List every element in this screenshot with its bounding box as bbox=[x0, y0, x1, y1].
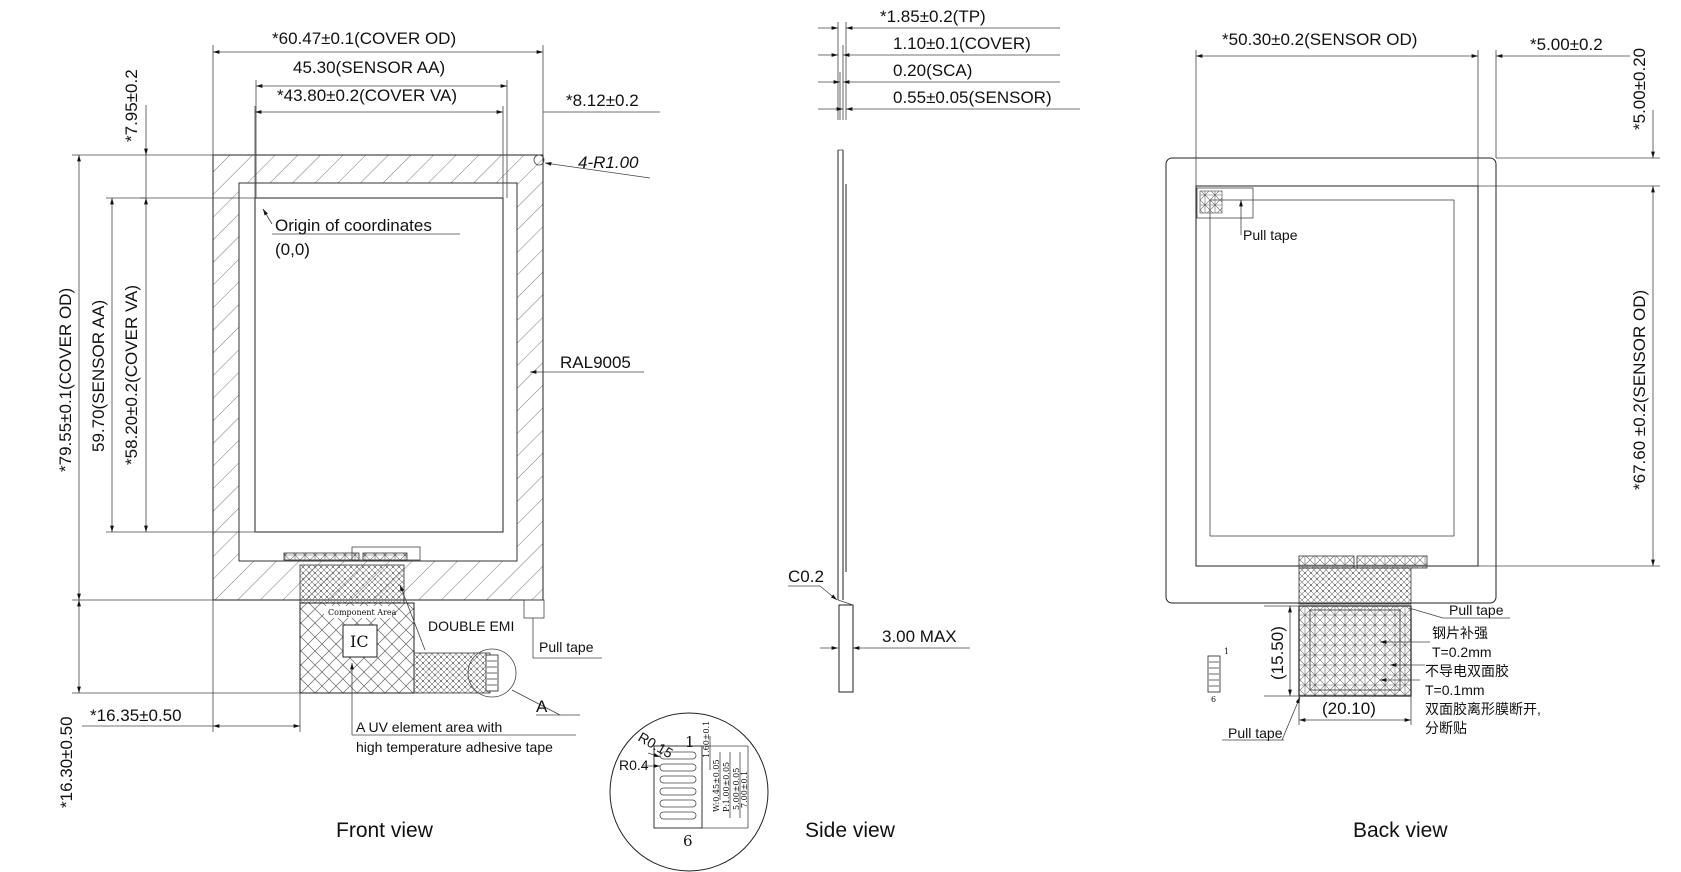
dim-cover-va-height: *58.20±0.2(COVER VA) bbox=[122, 285, 141, 465]
side-fpc-block bbox=[838, 604, 854, 693]
side-tp: *1.85±0.2(TP) bbox=[880, 7, 986, 26]
back-stiffener-inner bbox=[1309, 609, 1401, 691]
back-release-line2: 分断贴 bbox=[1425, 720, 1467, 736]
back-top-offset: *5.00±0.20 bbox=[1630, 48, 1649, 130]
dim-fpc-offset: *16.35±0.50 bbox=[90, 706, 182, 725]
side-view: *1.85±0.2(TP) 1.10±0.1(COVER) 0.20(SCA) … bbox=[788, 7, 1080, 842]
back-fpc-neck bbox=[1298, 567, 1412, 605]
detail-a-outline bbox=[609, 712, 769, 872]
ic-label: IC bbox=[350, 632, 369, 651]
dim-right-offset: *8.12±0.2 bbox=[566, 91, 639, 110]
ic-box bbox=[342, 624, 378, 658]
uv-note-line2: high temperature adhesive tape bbox=[356, 739, 553, 755]
back-bond-strip-right bbox=[1356, 555, 1428, 569]
svg-text:5.00±0.05: 5.00±0.05 bbox=[732, 768, 741, 810]
back-steel: 钢片补强 bbox=[1432, 625, 1488, 641]
back-right-offset: *5.00±0.2 bbox=[1530, 35, 1603, 54]
svg-text:1.60±0.1: 1.60±0.1 bbox=[702, 721, 711, 758]
side-chamfer: C0.2 bbox=[788, 567, 824, 586]
svg-text:P:1.00±0.05: P:1.00±0.05 bbox=[722, 762, 731, 812]
back-release-line1: 双面胶离形膜断开, bbox=[1425, 701, 1541, 717]
back-sensor-od-height: *67.60 ±0.2(SENSOR OD) bbox=[1630, 290, 1649, 490]
front-view-area bbox=[254, 197, 504, 533]
detail-a-circle bbox=[467, 648, 517, 698]
side-cover: 1.10±0.1(COVER) bbox=[893, 34, 1031, 53]
side-sensor: 0.55±0.05(SENSOR) bbox=[893, 88, 1052, 107]
back-pin-last: 6 bbox=[1211, 695, 1216, 704]
detail-a: R0.15 R0.4 1 6 1.60±0.1 W:0.45±0.05 P:1.… bbox=[609, 712, 769, 872]
back-pull-tape-square bbox=[1196, 187, 1254, 219]
origin-value: (0,0) bbox=[275, 240, 310, 259]
back-stiffener-height: (15.50) bbox=[1268, 626, 1287, 680]
back-adhesive: 不导电双面胶 bbox=[1425, 663, 1509, 679]
side-max: 3.00 MAX bbox=[882, 627, 957, 646]
dim-cover-od-height: *79.55±0.1(COVER OD) bbox=[56, 288, 75, 472]
ral-label: RAL9005 bbox=[560, 353, 631, 372]
back-pull-tape-bottom: Pull tape bbox=[1228, 725, 1283, 741]
back-sensor-od-width: *50.30±0.2(SENSOR OD) bbox=[1222, 30, 1417, 49]
front-bond-strip-left bbox=[283, 552, 360, 561]
back-view: Pull tape 1 6 *50.30±0.2(SENSOR OD) *5.0… bbox=[1165, 30, 1660, 842]
dim-sensor-aa-width: 45.30(SENSOR AA) bbox=[293, 58, 445, 77]
detail-pin-first: 1 bbox=[685, 733, 695, 751]
svg-text:W:0.45±0.05: W:0.45±0.05 bbox=[712, 759, 721, 812]
detail-pins bbox=[659, 751, 697, 820]
fpc-contacts bbox=[413, 652, 491, 694]
dim-cover-od-width: *60.47±0.1(COVER OD) bbox=[272, 29, 456, 48]
front-fpc-tail bbox=[299, 564, 405, 604]
back-stiffener bbox=[1298, 605, 1412, 697]
back-pull-tape-right: Pull tape bbox=[1449, 602, 1504, 618]
back-bond-strip-left bbox=[1298, 555, 1355, 569]
front-pull-tape-label: Pull tape bbox=[539, 639, 594, 655]
component-area-label-bg bbox=[324, 606, 392, 618]
front-view-title: Front view bbox=[336, 819, 434, 842]
uv-note-line1: A UV element area with bbox=[356, 719, 502, 735]
side-sca: 0.20(SCA) bbox=[893, 61, 972, 80]
dim-cover-va-width: *43.80±0.2(COVER VA) bbox=[277, 86, 457, 105]
back-pin-first: 1 bbox=[1224, 647, 1229, 656]
back-sensor-outline bbox=[1195, 185, 1479, 567]
corner-radius-mark bbox=[533, 154, 545, 166]
back-steel-t: T=0.2mm bbox=[1432, 644, 1492, 660]
back-view-title: Back view bbox=[1353, 819, 1448, 842]
svg-text:7.00±0.1: 7.00±0.1 bbox=[740, 771, 749, 808]
dim-top-offset: *7.95±0.2 bbox=[122, 69, 141, 142]
detail-pin-last: 6 bbox=[683, 832, 693, 850]
side-view-title: Side view bbox=[805, 819, 896, 842]
back-sensor-inner bbox=[1209, 199, 1455, 537]
front-view: Component Area IC *60.47±0.1(COVER OD) 4… bbox=[56, 29, 660, 842]
dim-corner-radius: 4-R1.00 bbox=[578, 153, 639, 172]
detail-pin-block bbox=[653, 745, 703, 829]
front-bond-strip-right bbox=[362, 552, 408, 561]
front-pull-tape-tab bbox=[523, 599, 545, 619]
back-pull-tape-top: Pull tape bbox=[1243, 227, 1298, 243]
front-connector-frame bbox=[351, 546, 421, 561]
detail-dims: 1.60±0.1 W:0.45±0.05 P:1.00±0.05 5.00±0.… bbox=[702, 721, 749, 829]
dim-fpc-length: *16.30±0.50 bbox=[57, 716, 76, 808]
component-area-label: Component Area bbox=[328, 608, 397, 617]
back-adhesive-t: T=0.1mm bbox=[1425, 682, 1485, 698]
detail-r04: R0.4 bbox=[619, 757, 649, 773]
detail-marker: A bbox=[536, 697, 548, 716]
double-emi-label: DOUBLE EMI bbox=[428, 618, 514, 634]
back-stiffener-width: (20.10) bbox=[1322, 699, 1376, 718]
origin-label: Origin of coordinates bbox=[275, 216, 432, 235]
dim-sensor-aa-height: 59.70(SENSOR AA) bbox=[89, 300, 108, 452]
